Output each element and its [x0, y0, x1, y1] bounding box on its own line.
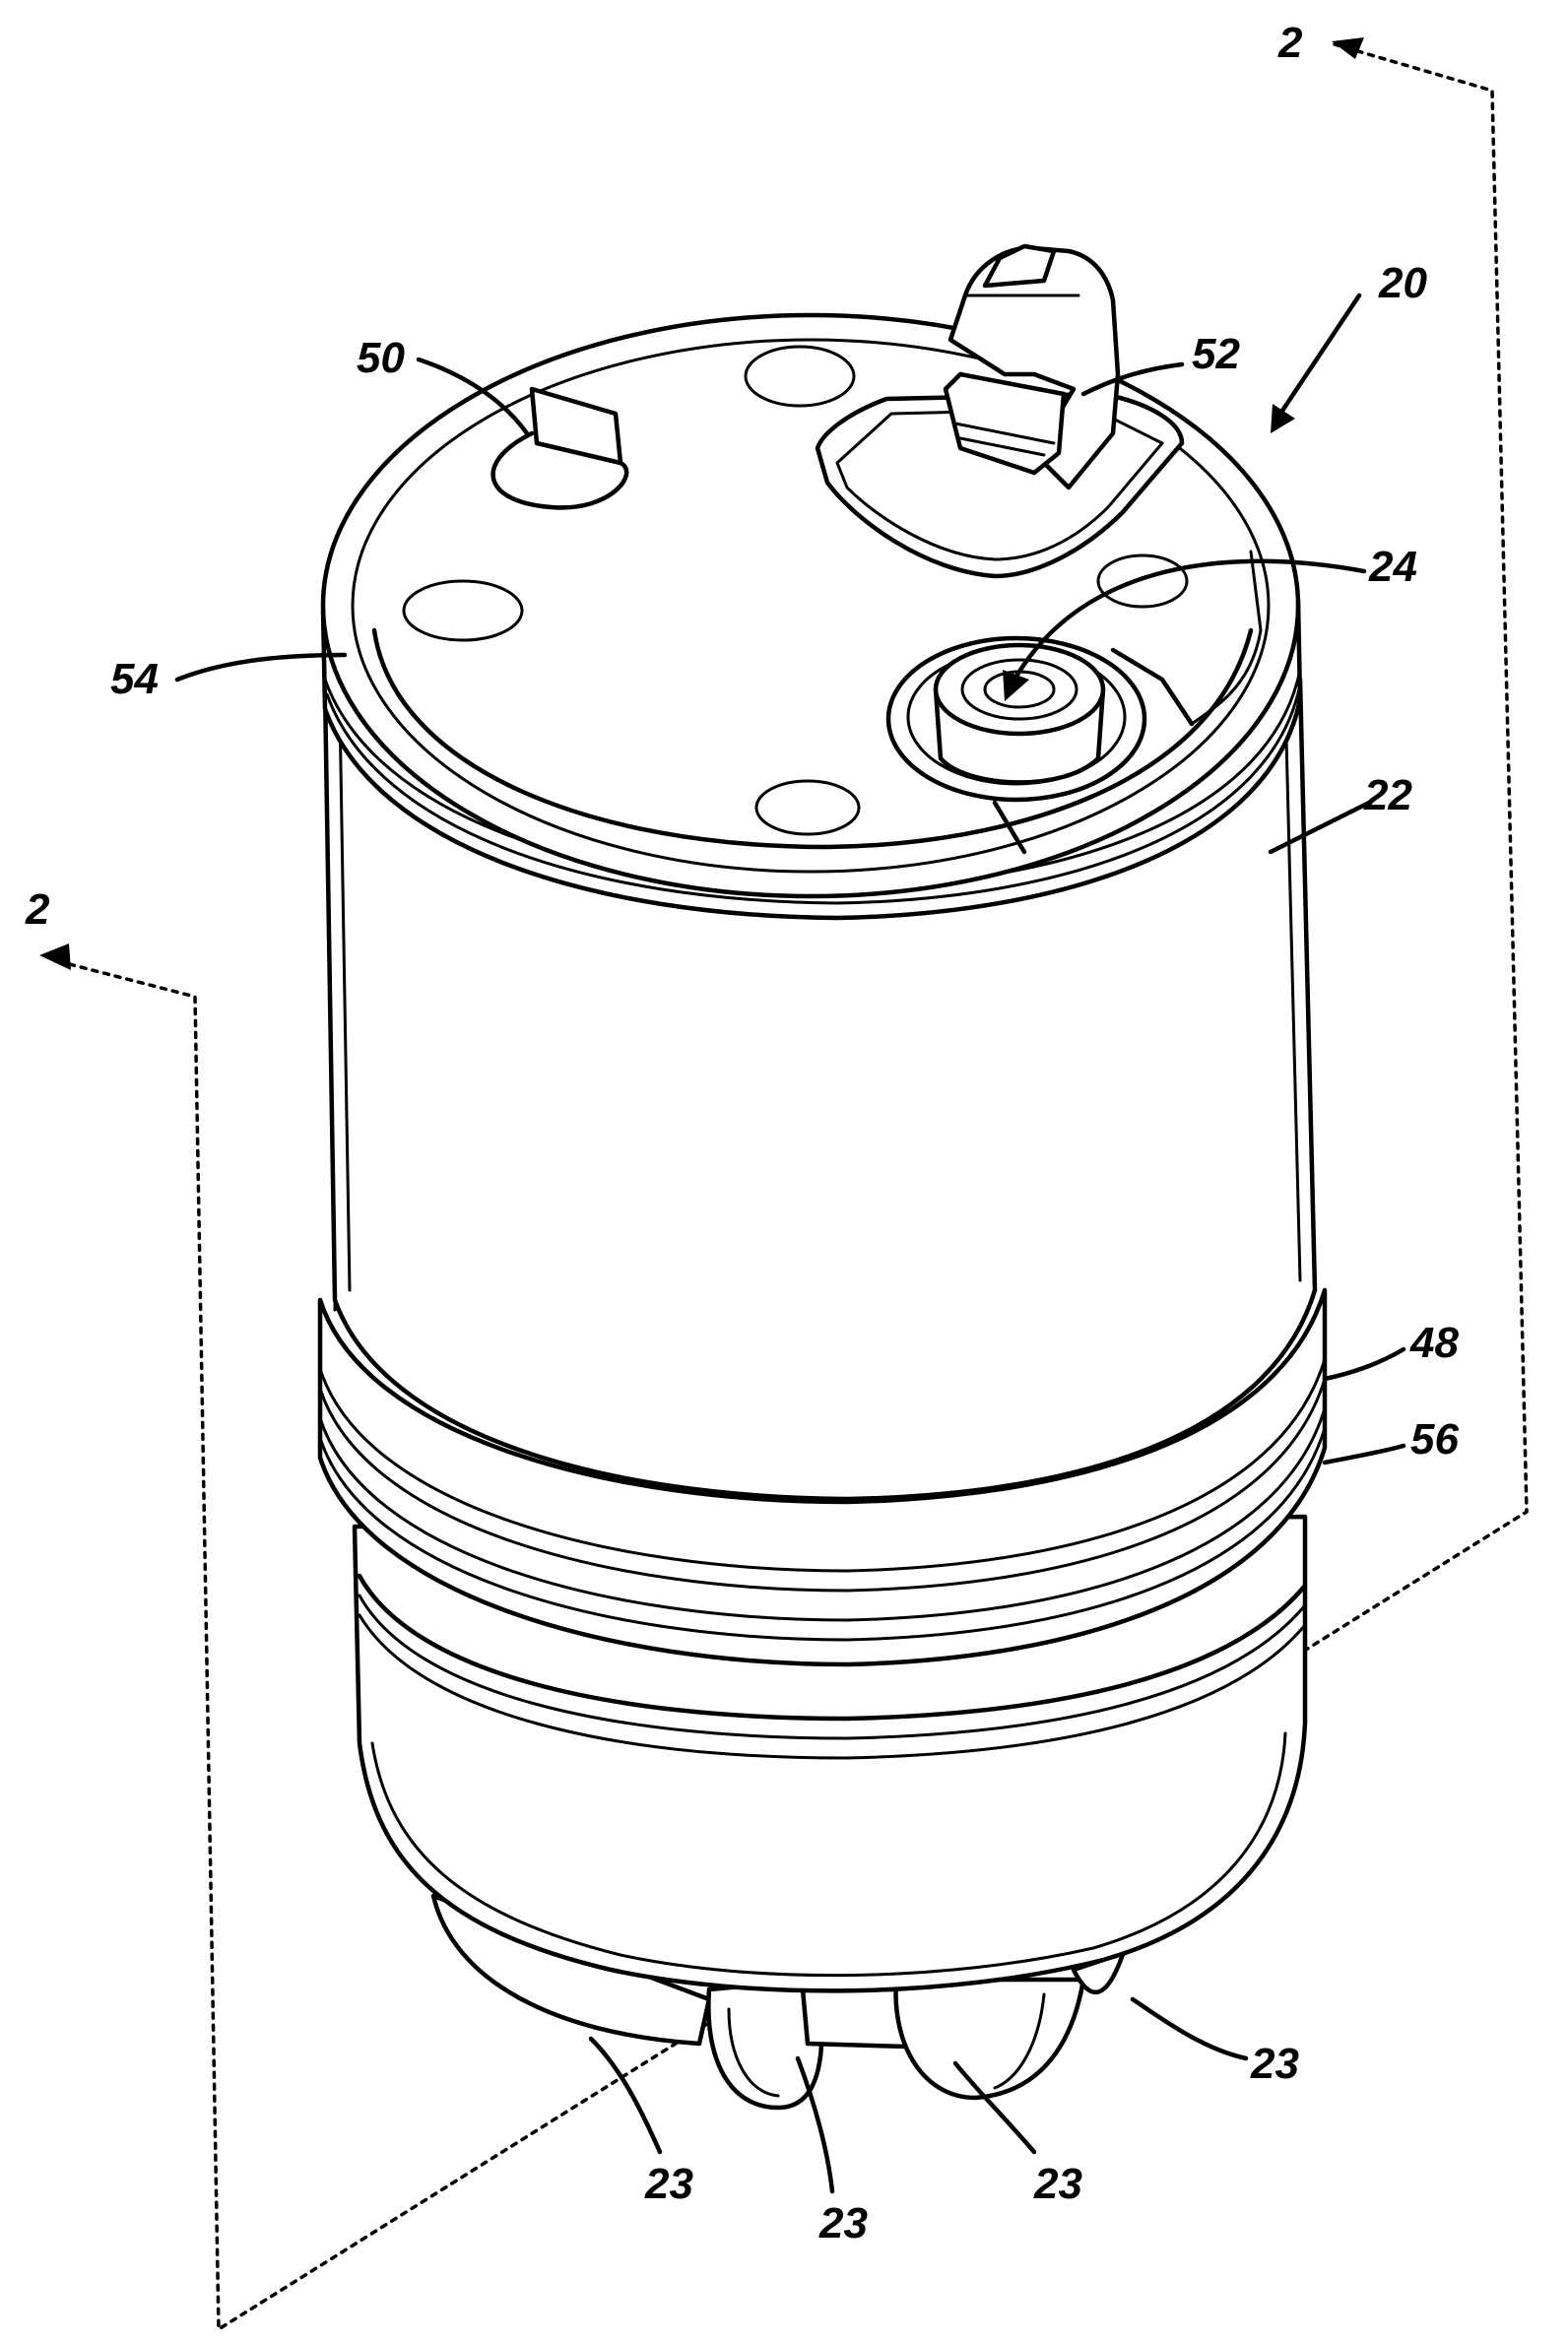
leader-48	[1322, 1346, 1406, 1382]
leader-20	[1277, 293, 1362, 417]
leader-23-left	[588, 2036, 663, 2155]
label-section-top: 2	[1277, 19, 1303, 67]
leader-52	[1080, 361, 1185, 397]
top-hole-1	[744, 345, 856, 408]
top-hole-3	[754, 779, 861, 836]
label-foot-right: 23	[1250, 2040, 1299, 2088]
handle	[943, 243, 1121, 490]
label-foot-left: 23	[644, 2160, 693, 2208]
label-assembly: 20	[1378, 259, 1427, 307]
section-arrow-left	[39, 944, 71, 970]
leader-24	[1012, 558, 1367, 683]
leader-50	[416, 357, 530, 436]
section-arrow-top	[1332, 37, 1364, 59]
arrowhead-20	[1271, 404, 1295, 433]
label-tab: 50	[357, 334, 405, 382]
label-ring-upper: 48	[1409, 1319, 1459, 1367]
reference-labels: 2 2 20 52 50 24 54 22 48 56 23 23 23 23	[25, 19, 1459, 2247]
bottom-feet	[430, 1893, 1136, 2111]
label-handle: 52	[1192, 330, 1240, 378]
leader-23-center-right	[952, 2060, 1037, 2155]
label-foot-center-right: 23	[1033, 2160, 1082, 2208]
leader-23-center	[795, 2055, 835, 2194]
port	[885, 635, 1147, 803]
label-top-rim: 54	[110, 655, 159, 703]
label-section-left: 2	[25, 885, 50, 934]
leader-54	[174, 652, 348, 683]
label-housing: 22	[1363, 771, 1412, 819]
leader-56	[1322, 1443, 1406, 1465]
arrowhead-24	[1003, 670, 1029, 701]
top-hole-4	[1096, 553, 1189, 609]
top-face	[371, 243, 1263, 855]
leader-22	[1268, 800, 1372, 855]
leader-23-right	[1130, 1996, 1249, 2061]
leader-lines	[174, 293, 1406, 2194]
top-hole-2	[402, 579, 524, 642]
label-foot-center: 23	[818, 2199, 868, 2247]
sealing-rings	[317, 1273, 1328, 1667]
label-ring-lower: 56	[1410, 1415, 1459, 1464]
label-port: 24	[1368, 543, 1417, 591]
